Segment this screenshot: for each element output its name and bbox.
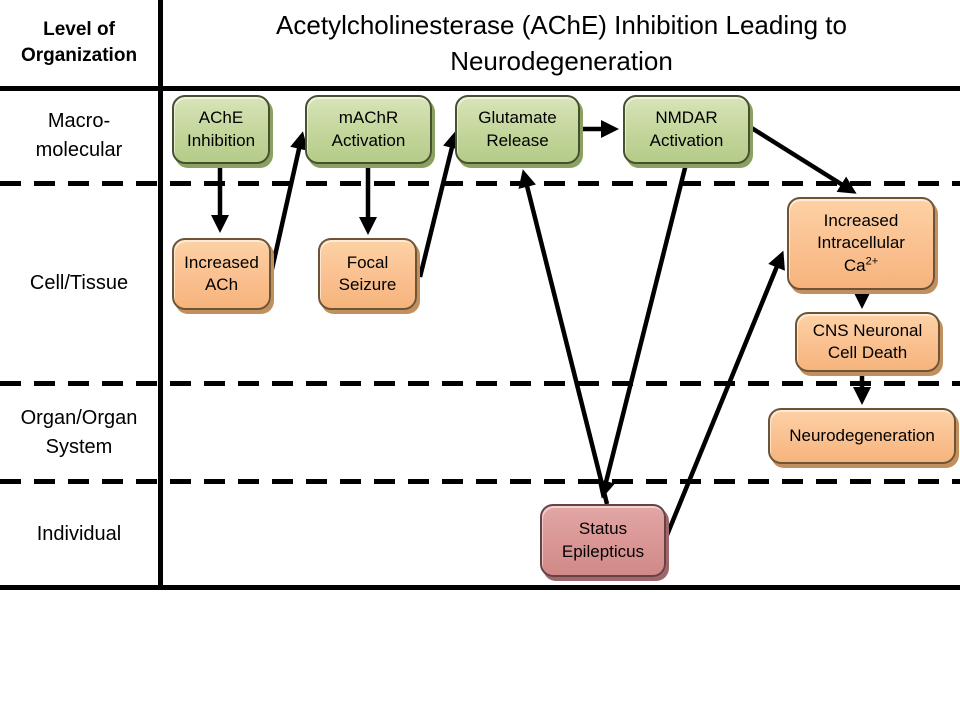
node-neurodegeneration: Neurodegeneration (768, 408, 956, 464)
row-divider-macromolecular-cell (0, 181, 960, 186)
bottom-border-line (0, 585, 960, 590)
node-status-epilepticus: Status Epilepticus (540, 504, 666, 577)
row-divider-cell-organ (0, 381, 960, 386)
diagram-title-line2: Neurodegeneration (450, 46, 673, 76)
arrow-increased-ach-to-machr (267, 131, 308, 279)
row-label-individual: Individual (36, 523, 122, 545)
row-label-cell-tissue: Cell/Tissue (29, 272, 129, 294)
node-glutamate-release: Glutamate Release (455, 95, 580, 164)
level-of-organization-header: Level of Organization (20, 19, 138, 66)
calcium-label-formula: Ca2+ (843, 254, 879, 275)
arrow-status-to-calcium (664, 250, 785, 536)
node-ache-inhibition: AChE Inhibition (172, 95, 270, 164)
arrow-status-to-glutamate (518, 169, 610, 505)
node-machr-activation: mAChR Activation (305, 95, 432, 164)
node-increased-intracellular-ca: Increased Intracellular Ca2+ (787, 197, 935, 290)
node-focal-seizure: Focal Seizure (318, 238, 417, 310)
calcium-label-text: Increased Intracellular (817, 211, 905, 253)
row-label-organ-system: Organ/Organ System (20, 406, 138, 458)
column-divider-line (158, 0, 163, 588)
arrow-nmdar-to-calcium (748, 125, 857, 194)
node-cns-neuronal-cell-death: CNS Neuronal Cell Death (795, 312, 940, 372)
row-label-macromolecular: Macro-molecular (35, 110, 123, 161)
arrow-nmdar-to-status-epilepticus (597, 163, 689, 499)
node-increased-ach: Increased ACh (172, 238, 271, 310)
node-nmdar-activation: NMDAR Activation (623, 95, 750, 164)
diagram-title-line1: Acetylcholinesterase (AChE) Inhibition L… (276, 9, 847, 40)
diagram-title: Acetylcholinesterase (AChE) Inhibition L… (163, 0, 960, 86)
row-divider-organ-individual (0, 479, 960, 484)
header-divider-line (0, 86, 960, 91)
